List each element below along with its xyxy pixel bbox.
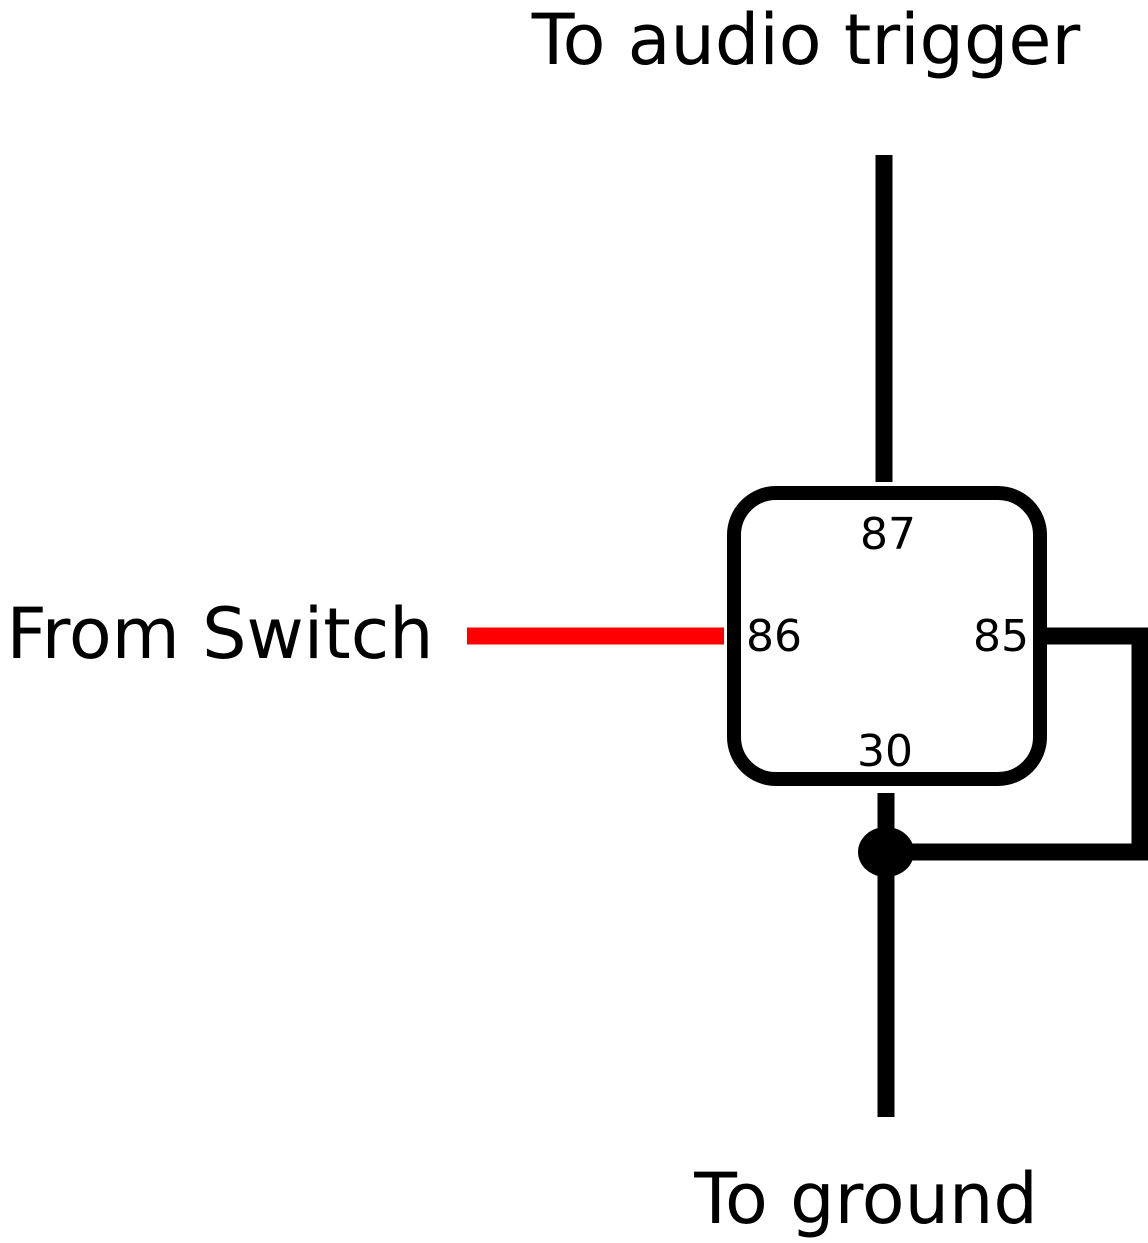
pin-86-label: 86 [746, 611, 802, 662]
junction-dot [858, 827, 914, 877]
pin-87-label: 87 [860, 509, 916, 560]
pin-85-label: 85 [973, 611, 1029, 662]
pin-30-label: 30 [857, 726, 913, 777]
label-to-ground: To ground [693, 1158, 1038, 1240]
wire-85-to-ground-junction [888, 627, 1148, 861]
label-to-audio-trigger: To audio trigger [531, 0, 1081, 81]
label-from-switch: From Switch [6, 593, 433, 675]
relay-body [727, 486, 1047, 786]
